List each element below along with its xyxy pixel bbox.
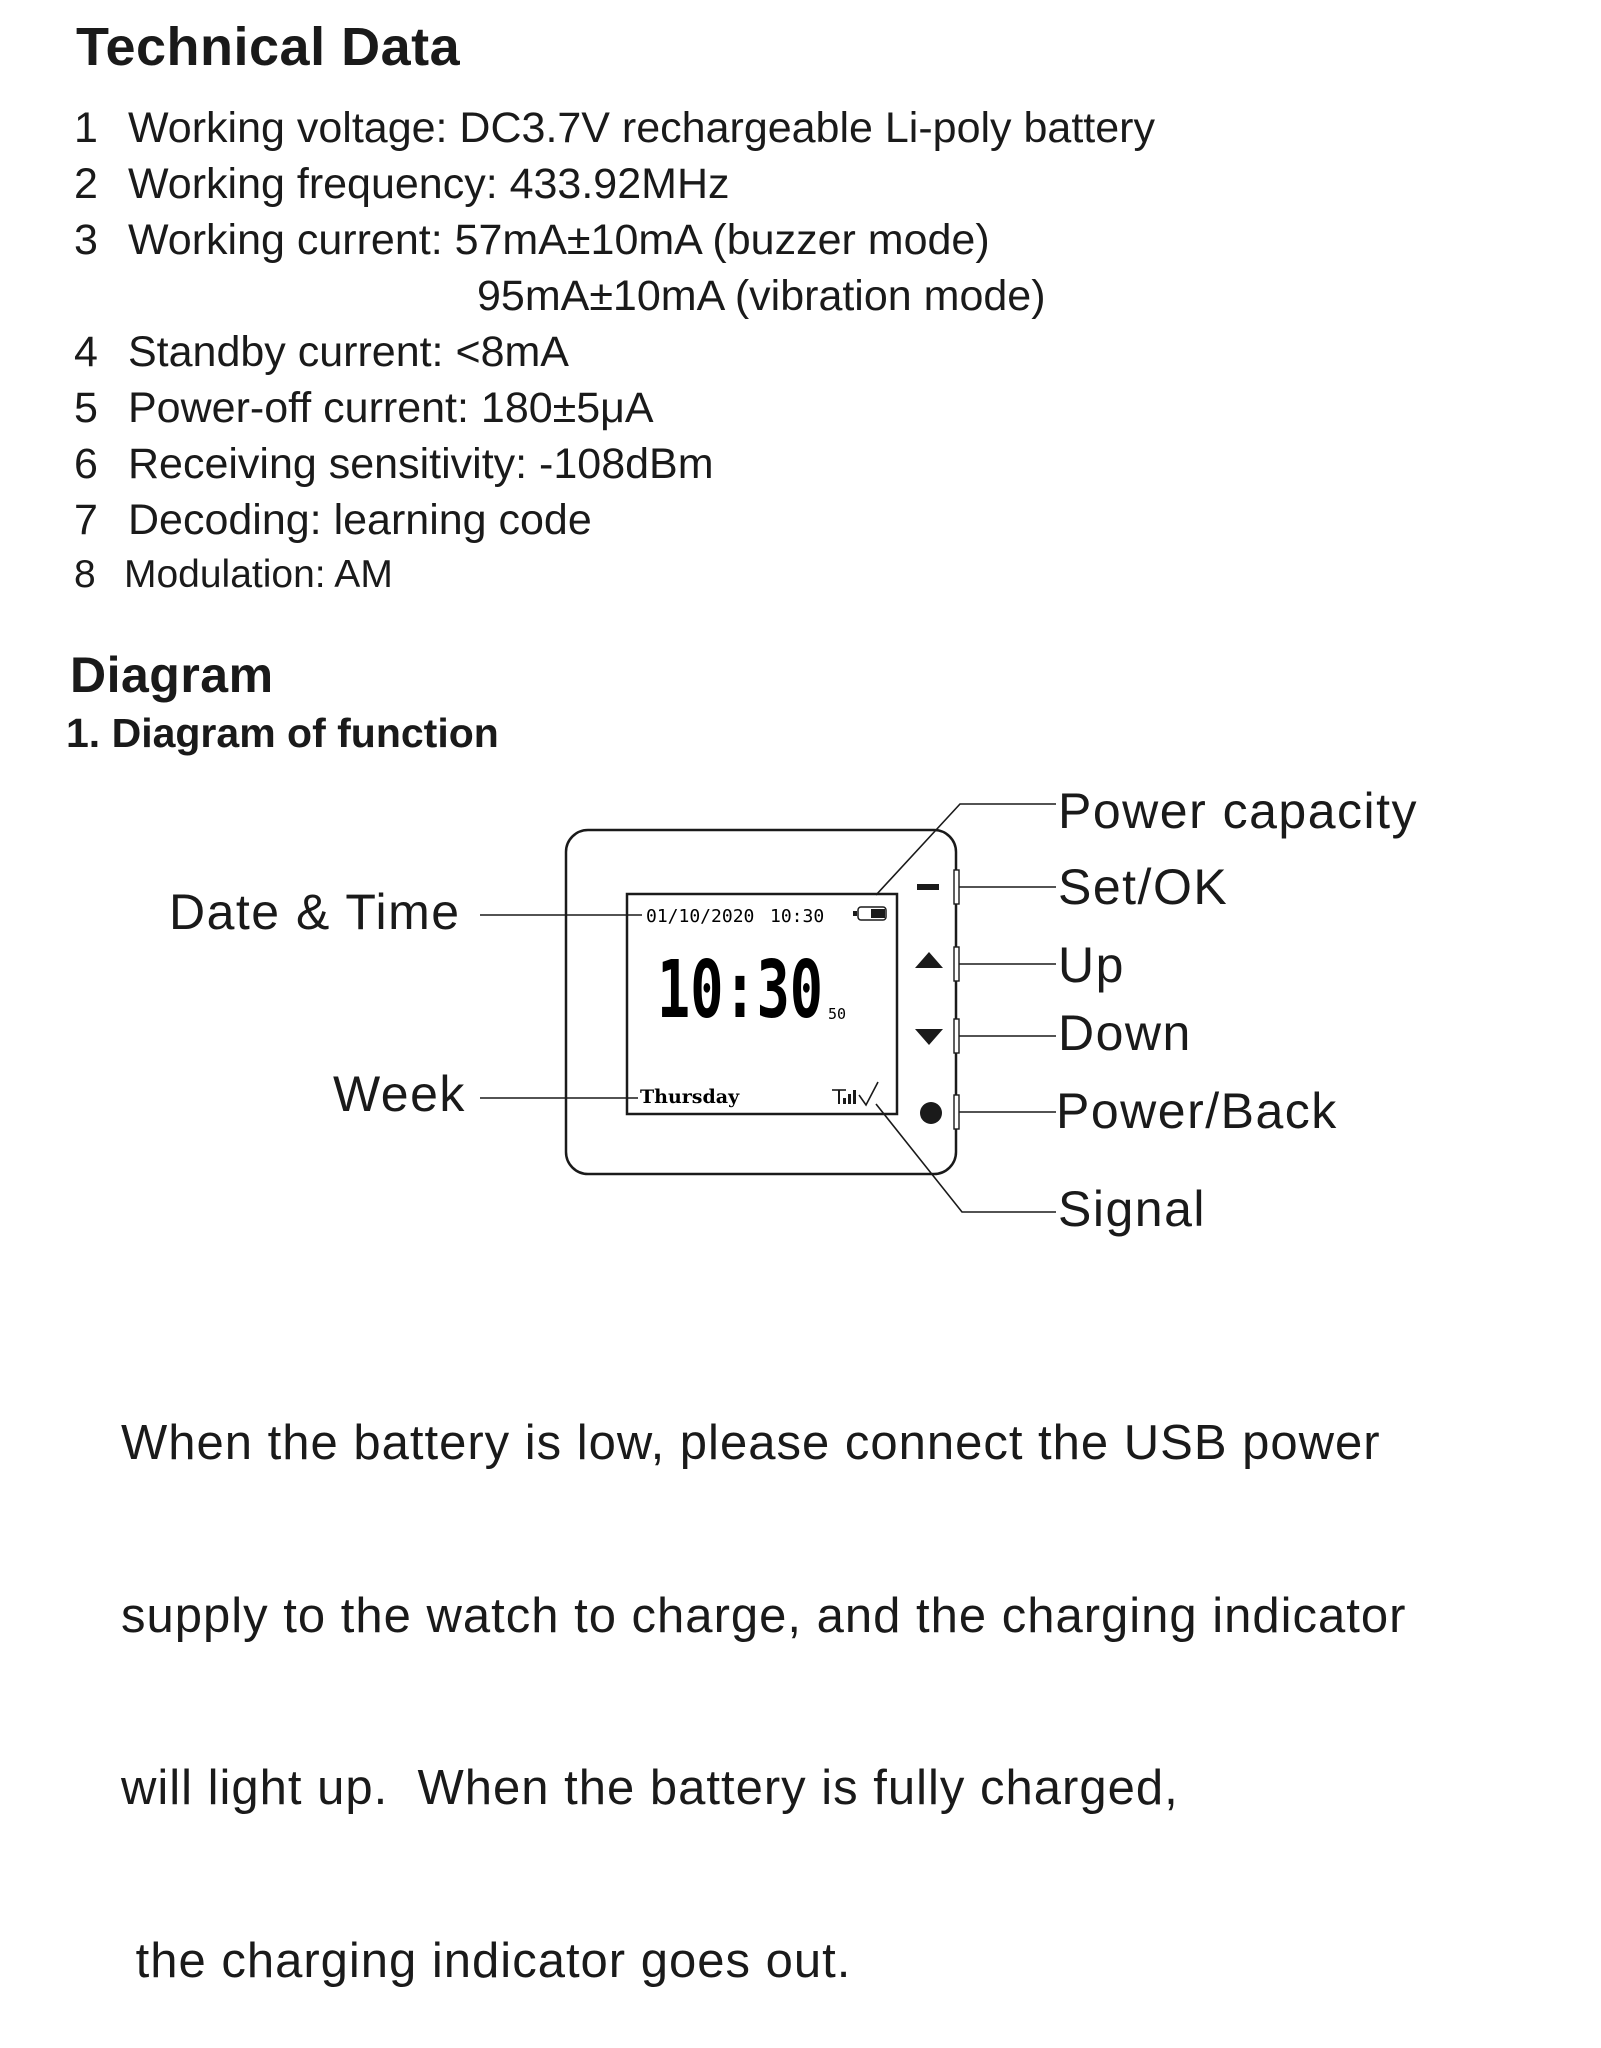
down-triangle-icon[interactable]: [915, 1029, 943, 1045]
diagram-title: Diagram: [70, 647, 274, 703]
spec-number: 6: [74, 440, 98, 488]
spec-text: 95mA±10mA (vibration mode): [477, 272, 1046, 320]
label-signal: Signal: [1058, 1181, 1206, 1237]
charging-note: When the battery is low, please connect …: [121, 1300, 1407, 2048]
minus-icon[interactable]: [917, 884, 939, 890]
note-line-2: supply to the watch to charge, and the c…: [121, 1588, 1407, 1643]
spec-text: Working current: 57mA±10mA (buzzer mode): [128, 216, 990, 264]
spec-number: 8: [74, 553, 96, 596]
signal-icon: [832, 1089, 856, 1104]
label-date-time: Date & Time: [169, 884, 461, 940]
screen-date: 01/10/2020: [646, 906, 754, 927]
screen-big-time: 10:30: [657, 944, 823, 1036]
label-up: Up: [1058, 937, 1125, 993]
power-dot-icon[interactable]: [920, 1102, 942, 1124]
check-icon: [858, 1081, 879, 1107]
screen-small-time: 10:30: [770, 906, 824, 927]
spec-number: 1: [74, 104, 98, 152]
spec-text: Standby current: <8mA: [128, 328, 569, 376]
spec-number: 7: [74, 496, 98, 544]
spec-text: Working frequency: 433.92MHz: [128, 160, 730, 208]
watch-diagram: 01/10/2020 10:30 10:30 50 Thursday: [480, 803, 1056, 1213]
spec-item-3-continuation: 95mA±10mA (vibration mode): [477, 272, 1046, 321]
spec-text: Modulation: AM: [124, 553, 393, 596]
spec-number: 2: [74, 160, 98, 208]
diagram-subtitle: 1. Diagram of function: [66, 710, 499, 756]
spec-number: 4: [74, 328, 98, 376]
watch-screen: [625, 892, 899, 1116]
side-tab-power: [953, 1094, 960, 1130]
note-line-4: the charging indicator goes out.: [121, 1933, 852, 1988]
side-tab-set: [953, 869, 960, 905]
label-set-ok: Set/OK: [1058, 859, 1229, 915]
spec-text: Decoding: learning code: [128, 496, 592, 544]
label-down: Down: [1058, 1005, 1192, 1061]
technical-data-title: Technical Data: [76, 17, 461, 77]
screen-seconds: 50: [828, 1005, 846, 1023]
spec-text: Receiving sensitivity: -108dBm: [128, 440, 714, 488]
label-power-capacity: Power capacity: [1058, 783, 1419, 839]
screen-weekday: Thursday: [640, 1086, 740, 1108]
spec-text: Working voltage: DC3.7V rechargeable Li-…: [128, 104, 1155, 152]
spec-number: 3: [74, 216, 98, 264]
note-line-1: When the battery is low, please connect …: [121, 1416, 1381, 1470]
label-power-back: Power/Back: [1056, 1083, 1338, 1139]
label-week: Week: [333, 1066, 466, 1122]
spec-number: 5: [74, 384, 98, 432]
up-triangle-icon[interactable]: [915, 952, 943, 968]
note-line-3: will light up. When the battery is fully…: [121, 1761, 1179, 1815]
battery-icon: [853, 906, 887, 921]
side-tab-up: [953, 946, 960, 982]
side-tab-down: [953, 1018, 960, 1054]
leader-power-capacity: [875, 803, 1056, 896]
spec-text: Power-off current: 180±5μA: [128, 384, 654, 432]
leader-signal: [875, 1103, 1056, 1213]
